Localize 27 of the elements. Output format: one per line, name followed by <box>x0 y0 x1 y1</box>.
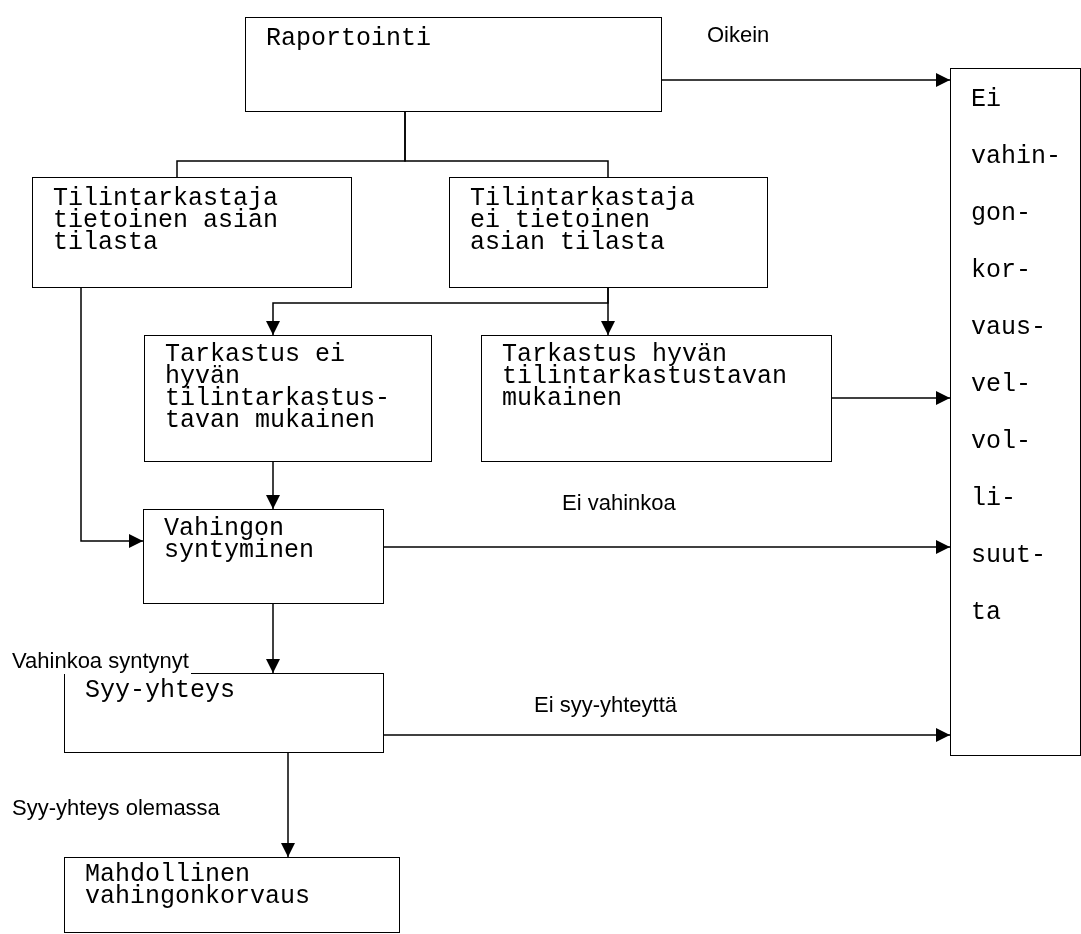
process-box <box>449 177 768 288</box>
box-text: Tilintarkastaja ei tietoinen asian tilasta <box>470 188 697 254</box>
process-box <box>64 673 384 753</box>
box-text: Tilintarkastaja tietoinen asian tilasta <box>53 188 280 254</box>
box-text: Ei vahin- gon- kor- vaus- vel- vol- li- suut- ta <box>971 84 1062 629</box>
arrow <box>281 752 295 858</box>
process-box <box>481 335 832 462</box>
process-box <box>950 68 1081 756</box>
box-text: Tarkastus hyvän tilintarkastustavan mukainen <box>502 344 789 410</box>
arrow <box>383 728 951 742</box>
arrow <box>266 603 280 674</box>
arrow <box>661 73 951 87</box>
process-box <box>143 509 384 604</box>
box-text: Syy-yhteys <box>85 680 237 702</box>
process-box <box>245 17 662 112</box>
box-text: Tarkastus ei hyvän tilintarkastus- tavan mukainen <box>165 344 392 432</box>
arrow <box>831 391 951 405</box>
arrow <box>266 461 280 510</box>
box-text: Raportointi <box>266 28 433 50</box>
arrow <box>80 287 144 548</box>
process-box <box>64 857 400 933</box>
box-text: Vahingon syntyminen <box>164 518 316 562</box>
process-box <box>32 177 352 288</box>
process-box <box>144 335 432 462</box>
arrow <box>383 540 951 554</box>
arrow <box>601 287 615 336</box>
box-text: Mahdollinen vahingonkorvaus <box>85 864 312 908</box>
